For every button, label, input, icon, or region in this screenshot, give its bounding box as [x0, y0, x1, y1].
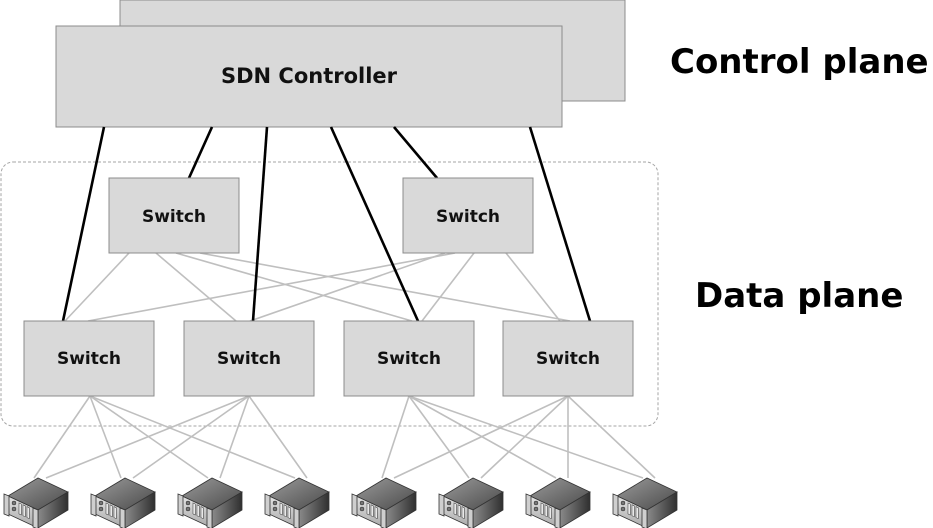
switch-box — [502, 320, 634, 397]
sdn-controller[interactable]: SDN Controller — [55, 0, 626, 128]
controller-link — [393, 126, 438, 179]
leaf-server-link — [45, 395, 250, 479]
leaf-switch-4[interactable]: Switch — [502, 320, 634, 397]
servers — [3, 477, 678, 528]
switch-label: Switch — [536, 349, 600, 369]
control-links — [61, 126, 592, 322]
controller-link — [329, 126, 420, 322]
switch-label: Switch — [436, 207, 500, 227]
switch-label: Switch — [57, 349, 121, 369]
server-icon[interactable] — [90, 477, 156, 528]
switch-label: Switch — [142, 207, 206, 227]
leaf-server-link — [89, 395, 296, 479]
leaf-switch-1[interactable]: Switch — [23, 320, 155, 397]
leaf-server-link — [408, 395, 644, 479]
server-icon[interactable] — [438, 477, 504, 528]
spine-leaf-link — [505, 252, 561, 322]
leaf-server-link — [408, 395, 470, 479]
server-icon[interactable] — [351, 477, 417, 528]
server-icon[interactable] — [264, 477, 330, 528]
leaf-server-link — [132, 395, 250, 479]
spine-leaf-link — [421, 252, 475, 322]
leaf-switch-2[interactable]: Switch — [183, 320, 315, 397]
leaf-server-link — [567, 395, 656, 479]
switch-label: Switch — [377, 349, 441, 369]
controller-link — [187, 126, 214, 179]
server-icon[interactable] — [3, 477, 69, 528]
switch-label: Switch — [217, 349, 281, 369]
control-plane-label: Control plane — [670, 42, 929, 82]
spine-leaf-link — [175, 252, 413, 322]
data-links — [33, 252, 656, 479]
switch-box — [23, 320, 155, 397]
spine-switch-2[interactable]: Switch — [402, 177, 534, 254]
data-plane-region — [0, 161, 659, 427]
controller-label: SDN Controller — [221, 64, 398, 88]
leaf-server-link — [89, 395, 122, 479]
spine-leaf-link — [249, 252, 446, 322]
leaf-server-link — [219, 395, 250, 479]
leaf-server-link — [33, 395, 91, 479]
server-icon[interactable] — [177, 477, 243, 528]
spine-leaf-link — [199, 252, 571, 322]
spine-switch-1[interactable]: Switch — [108, 177, 240, 254]
leaf-server-link — [248, 395, 308, 479]
leaf-switch-3[interactable]: Switch — [343, 320, 475, 397]
leaf-server-link — [393, 395, 569, 479]
leaf-server-link — [480, 395, 569, 479]
controller-link — [61, 126, 106, 322]
data-plane-label: Data plane — [695, 276, 904, 316]
spine-leaf-link — [155, 252, 237, 322]
controller-box — [55, 25, 563, 128]
switch-box — [343, 320, 475, 397]
server-icon[interactable] — [612, 477, 678, 528]
leaf-server-link — [381, 395, 410, 479]
switch-box — [108, 177, 240, 254]
switch-box — [402, 177, 534, 254]
server-icon[interactable] — [525, 477, 591, 528]
spine-leaf-link — [64, 252, 130, 322]
spine-leaf-link — [87, 252, 456, 322]
controller-link — [528, 126, 592, 322]
controller-link — [251, 126, 269, 322]
switch-box — [183, 320, 315, 397]
